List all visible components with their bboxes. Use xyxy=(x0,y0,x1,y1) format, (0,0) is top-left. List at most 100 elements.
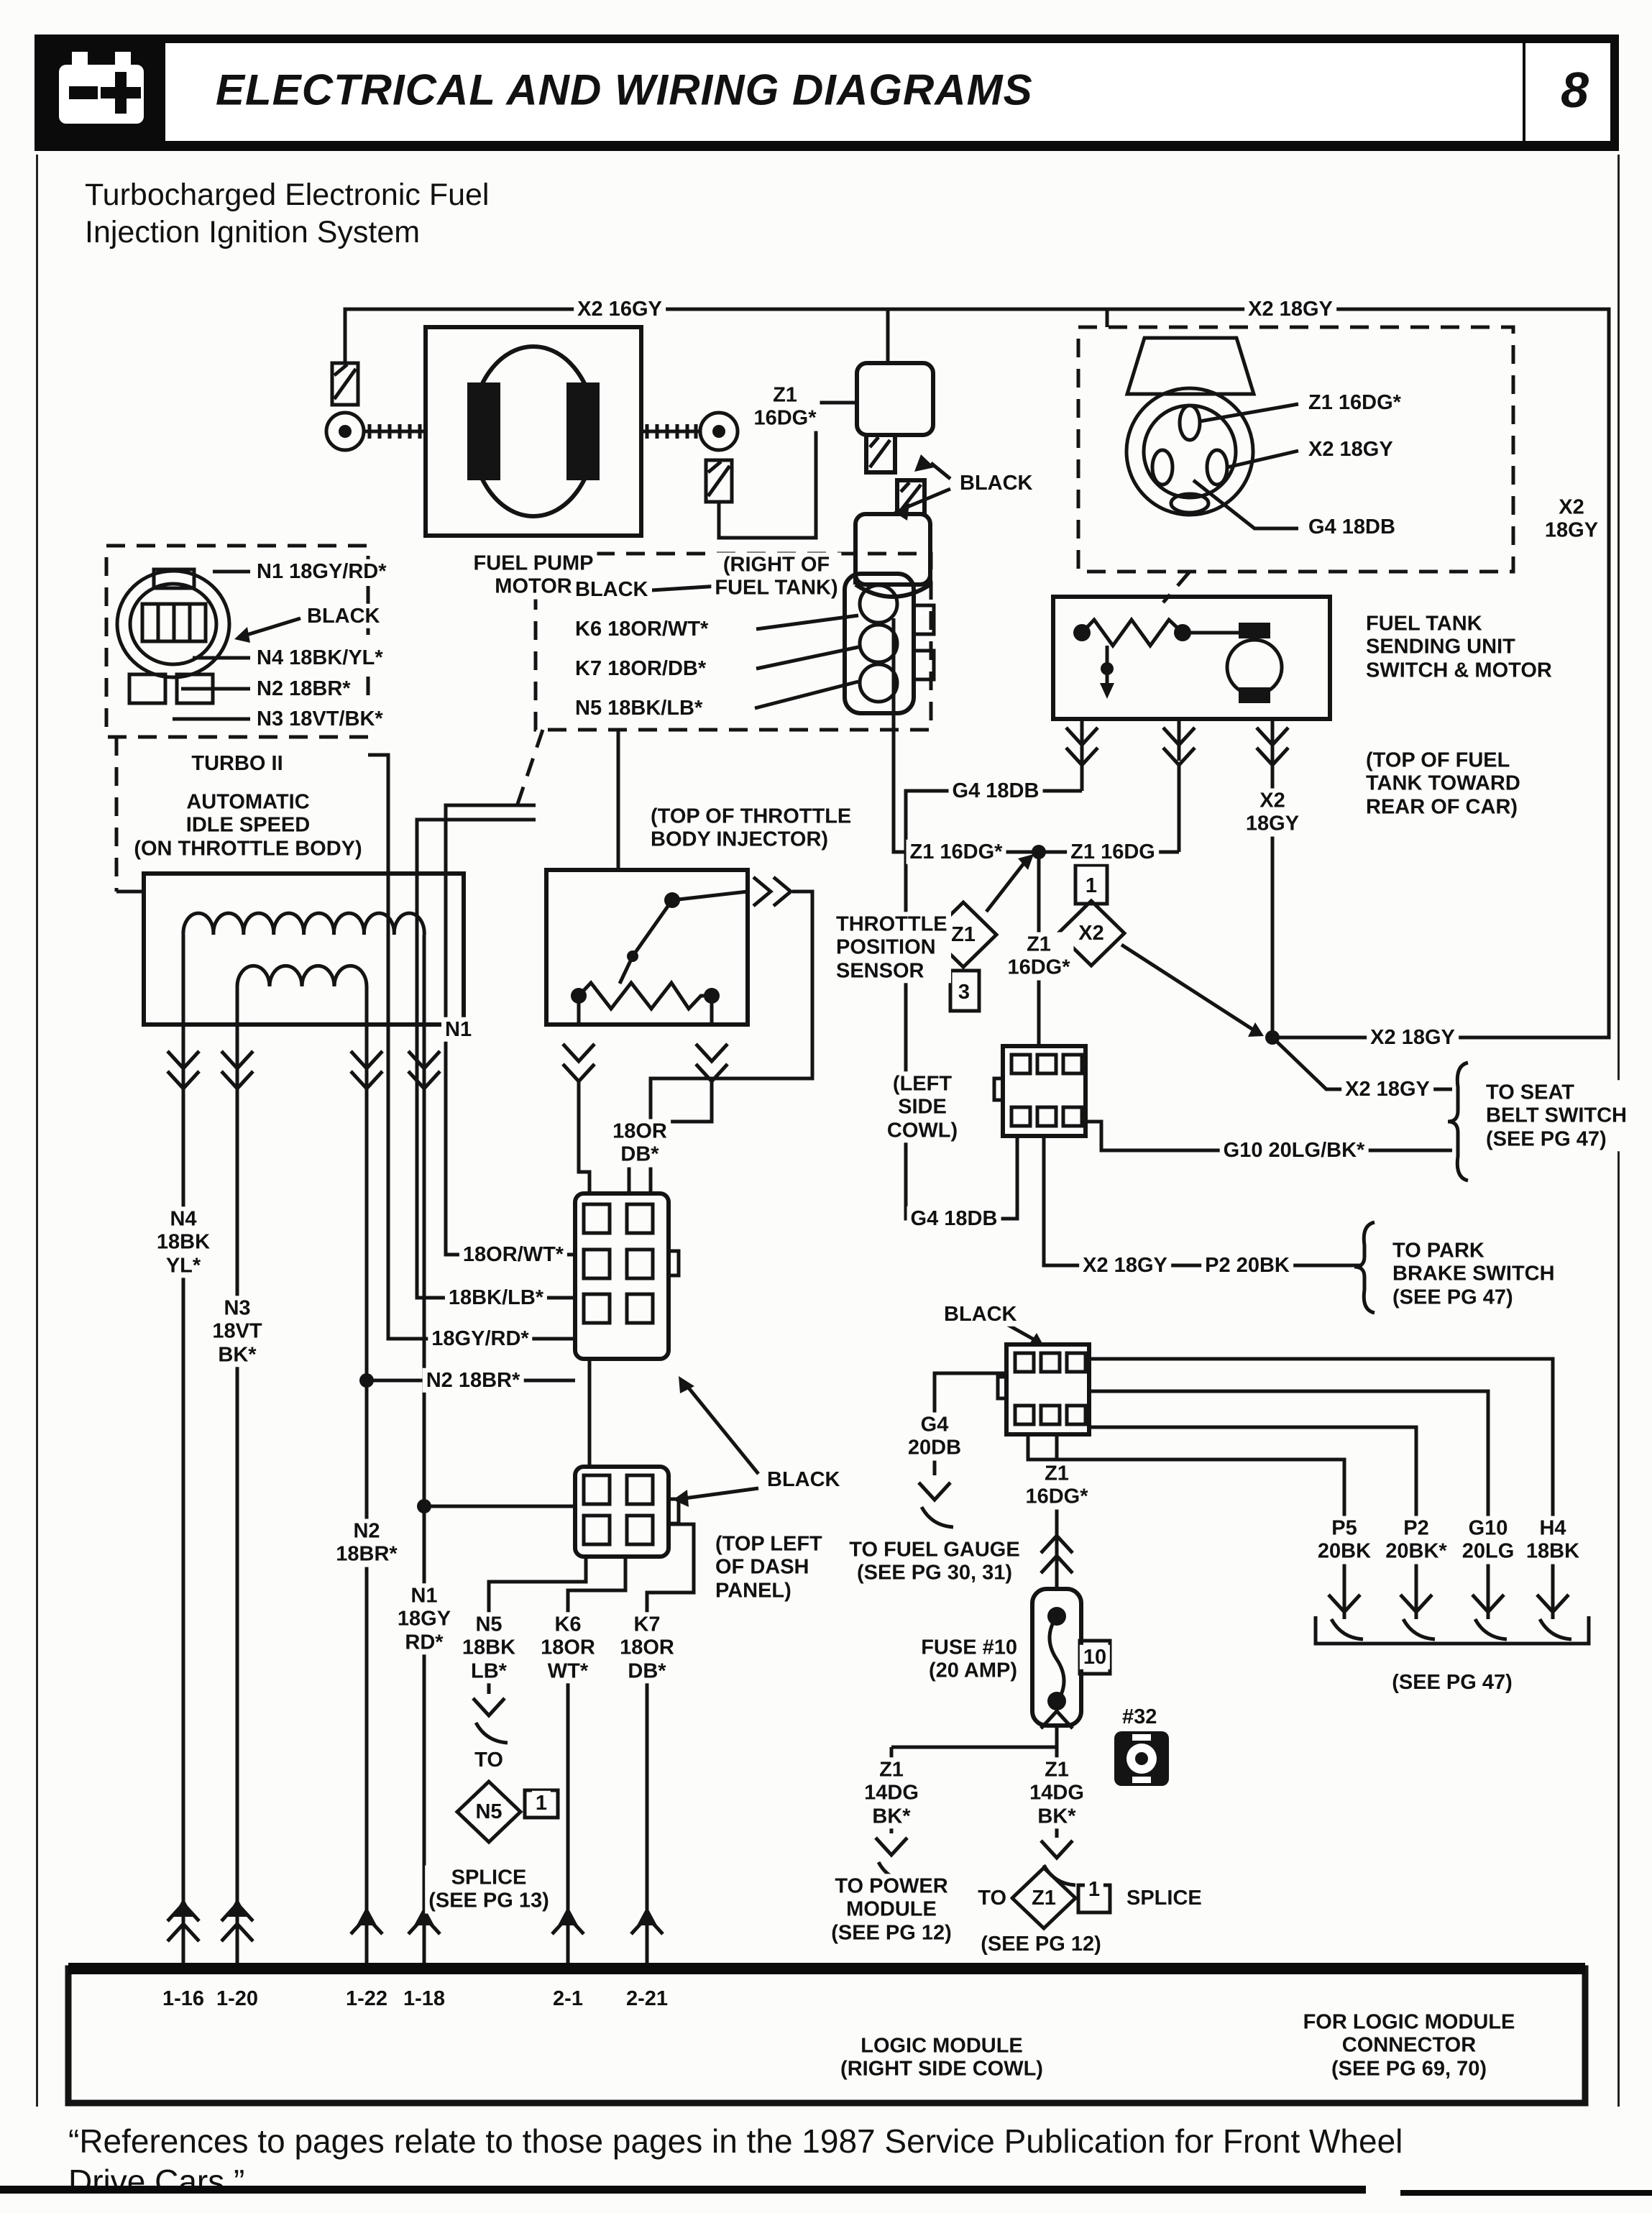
fuse-10-number: 10 xyxy=(1079,1644,1111,1670)
wire-n1-single: N1 xyxy=(441,1017,476,1043)
turbo-n4-18bk-yl: N4 18BK/YL* xyxy=(253,645,387,671)
to-fuel-gauge: TO FUEL GAUGE (SEE PG 30, 31) xyxy=(845,1537,1024,1586)
diamond-n5-tag: 1 xyxy=(531,1790,551,1816)
col-z1-14dg-bk-left: Z1 14DG BK* xyxy=(861,1757,922,1829)
wire-n2-18br-row: N2 18BR* xyxy=(422,1367,524,1393)
inline-connector-upper-pin xyxy=(864,433,897,475)
pin-x2-18gy: X2 18GY xyxy=(1305,436,1397,462)
injector-n5-18bk-lb: N5 18BK/LB* xyxy=(572,695,707,721)
fuse-10-label: FUSE #10 (20 AMP) xyxy=(917,1635,1021,1684)
diamond-z1s-tag: 1 xyxy=(1084,1877,1104,1902)
page-number: 8 xyxy=(1561,61,1589,118)
diamond-z1s-letter: Z1 xyxy=(1028,1885,1060,1911)
bus-1-16: 1-16 xyxy=(158,1986,208,2012)
turbo-n2-18br: N2 18BR* xyxy=(253,676,354,702)
hatch-right xyxy=(645,424,698,439)
ais-coil-small xyxy=(235,963,369,987)
see-pg-47: (SEE PG 47) xyxy=(1388,1669,1516,1695)
wire-18or-wt: 18OR/WT* xyxy=(459,1242,568,1268)
bus-1-18: 1-18 xyxy=(399,1986,449,2012)
col-k6-18or-wt: K6 18OR WT* xyxy=(537,1612,599,1684)
col-g10-20lg: G10 20LG xyxy=(1458,1516,1518,1564)
bus-2-1: 2-1 xyxy=(549,1986,587,2012)
col-h4-18bk: H4 18BK xyxy=(1522,1516,1584,1564)
injector-k7-18or-db: K7 18OR/DB* xyxy=(572,656,710,682)
splice-diamond-x2 xyxy=(1055,898,1127,968)
wires-to-pg47 xyxy=(1026,1357,1555,1619)
wire-18or-db: 18OR DB* xyxy=(609,1119,671,1168)
dash-connector-a xyxy=(573,1191,681,1361)
turbo-n3-18vt-bk: N3 18VT/BK* xyxy=(253,706,387,732)
diamond-n5-letter: N5 xyxy=(472,1799,506,1825)
wire-g10-20lg-bk: G10 20LG/BK* xyxy=(1219,1137,1369,1163)
col-n3-18vt-bk: N3 18VT BK* xyxy=(208,1296,266,1367)
sending-unit-box xyxy=(1051,595,1332,721)
wire-18gy-rd: 18GY/RD* xyxy=(428,1326,533,1352)
inline-connector-lower-pin xyxy=(895,478,927,516)
turbo-n1-18gy-rd: N1 18GY/RD* xyxy=(253,559,390,585)
top-of-throttle-body: (TOP OF THROTTLE BODY INJECTOR) xyxy=(647,804,855,853)
wire-x2-18gy-top: X2 18GY xyxy=(1244,296,1336,322)
wire-x2-18gy-rowb: X2 18GY xyxy=(1341,1076,1433,1102)
col-g4-20db: G4 20DB xyxy=(904,1412,965,1461)
turbo-ii-dashed-box xyxy=(104,544,370,739)
left-side-cowl: (LEFT SIDE COWL) xyxy=(883,1071,962,1143)
cowl-connector-1 xyxy=(992,1044,1088,1138)
turbo-ii: TURBO II xyxy=(188,751,287,776)
wire-z1-pump xyxy=(717,400,857,540)
wire-x2-18gy-park: X2 18GY xyxy=(1079,1252,1171,1278)
splice-diamond-z1-bottom xyxy=(1009,1865,1078,1931)
to-n5-splice-to: TO xyxy=(471,1747,507,1773)
fuel-tank-sending-unit: FUEL TANK SENDING UNIT SWITCH & MOTOR xyxy=(1362,611,1556,683)
wire-18or-db-route xyxy=(648,889,814,1193)
wire-18bk-lb-route xyxy=(415,817,575,1300)
wire-z1-16dg-star-row: Z1 16DG* xyxy=(906,839,1006,865)
ais-box xyxy=(142,871,466,1027)
dash-connector-b xyxy=(573,1465,681,1559)
battery-icon xyxy=(35,35,165,151)
top-left-dash-panel: (TOP LEFT OF DASH PANEL) xyxy=(712,1531,826,1603)
header-title: ELECTRICAL AND WIRING DIAGRAMS xyxy=(216,65,1033,114)
n5-splice: SPLICE (SEE PG 13) xyxy=(425,1865,553,1914)
wire-x2-18gy-rowa: X2 18GY xyxy=(1367,1025,1459,1050)
fuel-pump-box xyxy=(423,325,643,538)
col-n5-18bk-lb: N5 18BK LB* xyxy=(458,1612,520,1684)
tps-out-arrow xyxy=(752,876,794,907)
turbo-connector xyxy=(115,567,231,705)
tank-connector-dashed-box xyxy=(1076,325,1515,574)
injector-k6-18or-wt: K6 18OR/WT* xyxy=(572,616,712,642)
wire-p2-20bk: P2 20BK xyxy=(1201,1252,1293,1278)
fuel-pump-motor: FUEL PUMP MOTOR xyxy=(469,551,597,600)
z1-splice-label: SPLICE xyxy=(1123,1885,1206,1911)
wire-below-fuse xyxy=(889,1726,1059,1838)
wire-z1-16dg-star-col: Z1 16DG* xyxy=(1004,932,1074,981)
diamond-x2-letter: X2 xyxy=(1075,920,1108,946)
tps-box xyxy=(544,868,750,1027)
black-dash-connector: BLACK xyxy=(763,1467,844,1493)
header-divider xyxy=(1523,43,1525,141)
bus-2-21: 2-21 xyxy=(622,1986,672,2012)
throttle-position-sensor: THROTTLE POSITION SENSOR xyxy=(832,912,951,984)
col-n1-18gy-rd: N1 18GY RD* xyxy=(393,1583,455,1655)
wire-z1-16dg-pump: Z1 16DG* xyxy=(750,382,820,431)
to-park-brake-switch: TO PARK BRAKE SWITCH (SEE PG 47) xyxy=(1389,1238,1559,1310)
col-p5-20bk: P5 20BK xyxy=(1313,1516,1375,1564)
to-seat-belt-switch: TO SEAT BELT SWITCH (SEE PG 47) xyxy=(1482,1080,1630,1152)
top-of-fuel-tank: (TOP OF FUEL TANK TOWARD REAR OF CAR) xyxy=(1362,748,1524,820)
inline-connector-upper xyxy=(855,361,935,437)
col-p2-20bk: P2 20BK* xyxy=(1382,1516,1451,1564)
col-n4-18bk-yl: N4 18BK YL* xyxy=(152,1206,214,1278)
sending-unit-exits xyxy=(1080,719,1275,1037)
park-brace xyxy=(1354,1220,1375,1315)
pin-z1-16dg: Z1 16DG* xyxy=(1305,390,1405,416)
cowl-connector-2 xyxy=(996,1342,1091,1437)
seat-belt-brace xyxy=(1447,1060,1469,1183)
right-of-fuel-tank: (RIGHT OF FUEL TANK) xyxy=(711,552,842,601)
diagram-title: Turbocharged Electronic Fuel Injection I… xyxy=(85,178,490,250)
diamond-z1-tag: 3 xyxy=(954,979,974,1005)
wire-z1-row xyxy=(891,618,1181,854)
wire-18bk-lb: 18BK/LB* xyxy=(444,1285,548,1311)
col-z1-16dg-fuse: Z1 16DG* xyxy=(1022,1461,1092,1510)
